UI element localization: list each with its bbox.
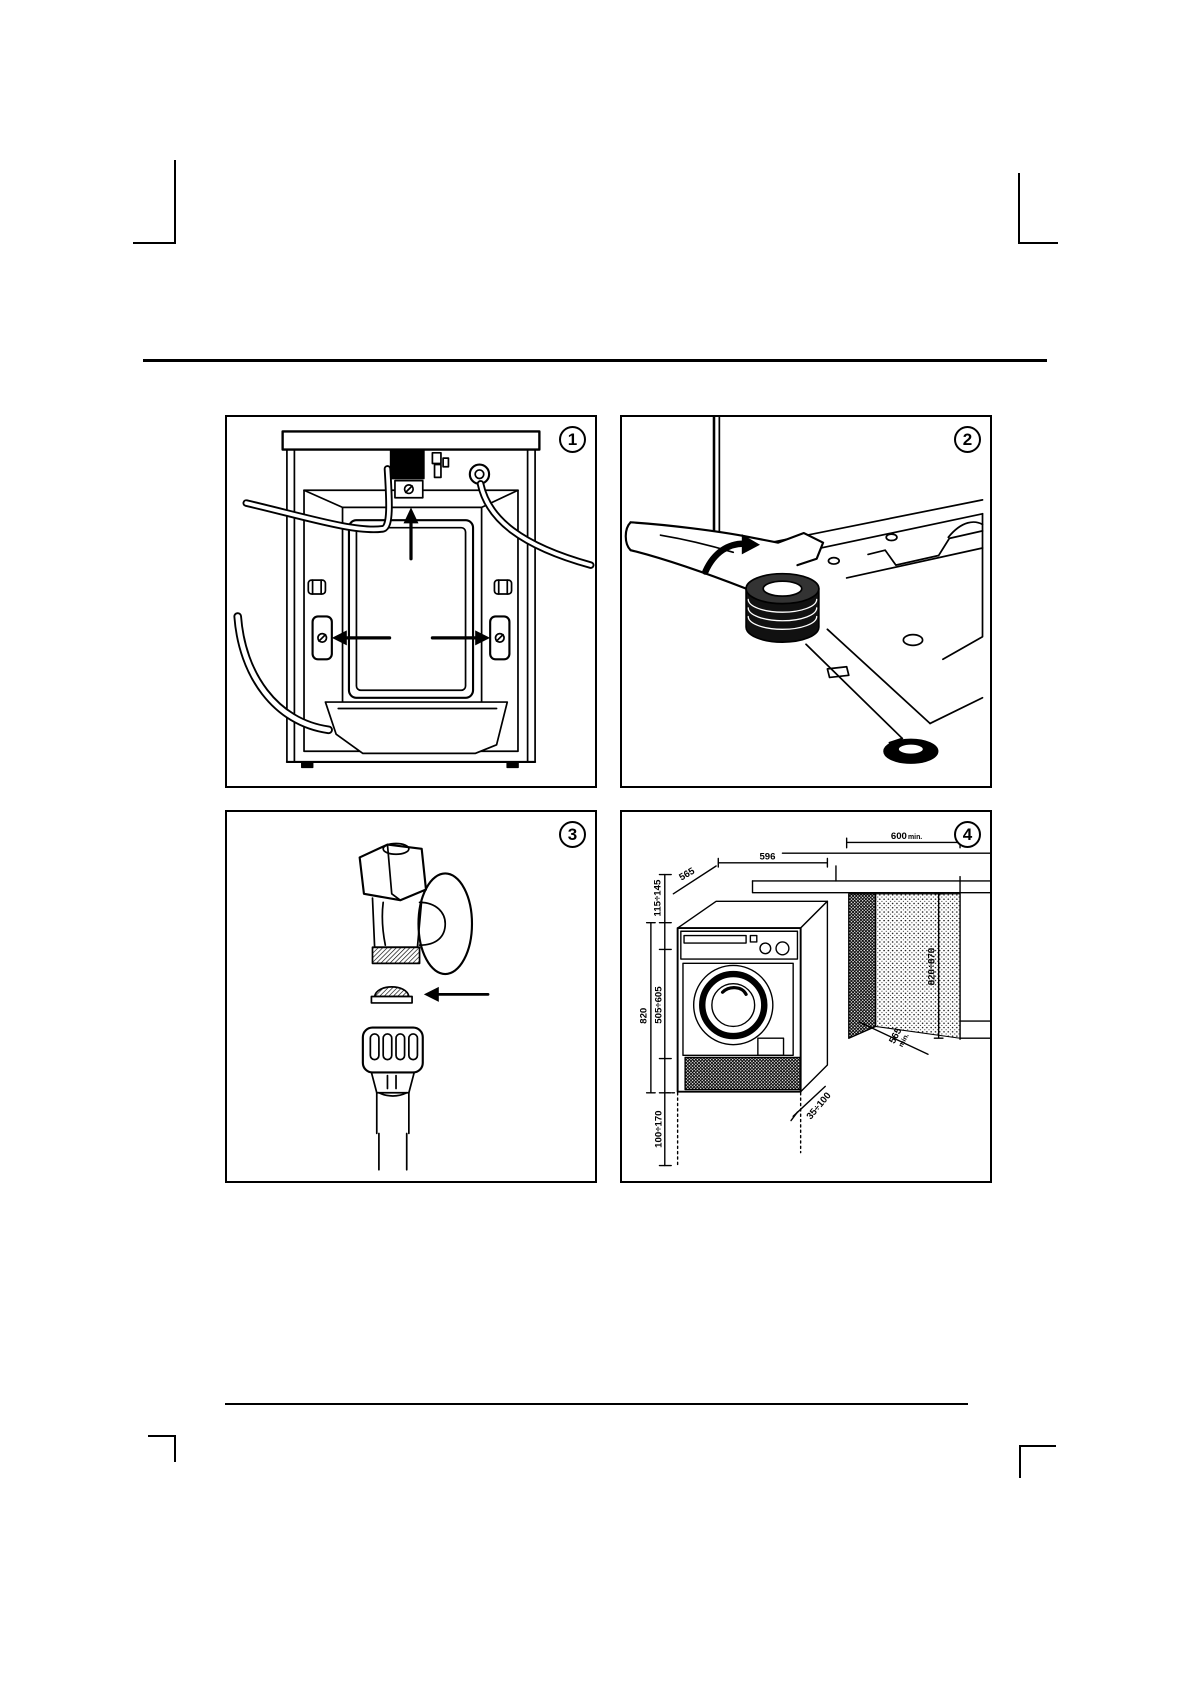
label-opening: 505÷605 — [654, 986, 665, 1024]
frame-hole — [827, 556, 841, 565]
filter-flap — [757, 1037, 785, 1057]
transit-bolt-right — [489, 615, 511, 661]
drain-hose — [233, 612, 333, 735]
washing-machine — [676, 900, 829, 1093]
figure-4-built-in-dimensions-illustration: 600min. 596 565 115÷145 820 505÷605 100÷… — [639, 831, 990, 1167]
frame-hole — [885, 533, 898, 542]
label-plinth: 35÷100 — [805, 1090, 834, 1122]
figure-number-2: 2 — [954, 426, 981, 453]
door-frame — [682, 962, 794, 1057]
floor-guides — [666, 1092, 802, 1167]
crop-mark-bottom-left-horizontal — [148, 1435, 176, 1437]
drain-trough — [324, 701, 509, 755]
rear-recess — [303, 489, 519, 753]
dimension-lines — [645, 837, 961, 1167]
crop-mark-bottom-left-vertical — [174, 1435, 176, 1462]
footer-rule — [225, 1403, 968, 1405]
hose-right — [476, 480, 595, 569]
wall-flange — [417, 872, 474, 976]
hose-top-left — [242, 465, 393, 534]
machine-side-edge — [712, 417, 721, 535]
header-rule — [143, 359, 1047, 362]
worktop — [751, 852, 990, 894]
figure-1-rear-view-illustration — [233, 430, 595, 769]
label-width: 596 — [759, 852, 775, 863]
hose-nut — [361, 1026, 424, 1074]
figure-3-tap-filter-illustration — [358, 842, 490, 1171]
label-clearance: 600min. — [891, 831, 922, 842]
front-foot — [745, 572, 820, 643]
hose-end — [370, 1071, 416, 1171]
figure-number-3: 3 — [559, 821, 586, 848]
figure-3-panel: 3 — [225, 810, 597, 1183]
figure-2-foot-adjust-illustration — [624, 417, 984, 764]
spanner — [624, 521, 825, 590]
adjacent-cabinet — [848, 875, 990, 1040]
figure-2-panel: 2 — [620, 415, 992, 788]
plinth — [684, 1056, 802, 1091]
control-knob — [759, 942, 772, 955]
figure-1-panel: 1 — [225, 415, 597, 788]
figure-4-panel: 600min. 596 565 115÷145 820 505÷605 100÷… — [620, 810, 992, 1183]
tap-body — [358, 842, 428, 965]
crop-mark-top-right-horizontal — [1018, 242, 1058, 244]
arrow-right — [430, 630, 491, 646]
transit-clips — [307, 579, 513, 595]
label-top-gap: 115÷145 — [653, 879, 664, 916]
control-knob — [775, 941, 790, 956]
transit-bolt-left — [311, 615, 333, 661]
support-rail — [805, 628, 984, 744]
control-module — [389, 449, 450, 499]
frame-hole — [902, 633, 924, 647]
arrow-left — [331, 630, 392, 646]
control-panel — [680, 930, 799, 960]
rear-foot — [883, 738, 939, 764]
crop-mark-top-left-vertical — [174, 160, 176, 244]
figure-number-4: 4 — [954, 821, 981, 848]
arrow-to-filter — [423, 986, 490, 1002]
crop-mark-bottom-right-horizontal — [1019, 1445, 1056, 1447]
label-base: 100÷170 — [654, 1110, 665, 1147]
figure-number-1: 1 — [559, 426, 586, 453]
frame-slot — [826, 665, 850, 679]
filter-washer — [370, 986, 413, 1004]
rotation-arrow — [702, 534, 760, 575]
arrow-up — [403, 507, 419, 561]
label-height: 820 — [639, 1008, 650, 1024]
crop-mark-top-left-horizontal — [133, 242, 176, 244]
crop-mark-bottom-right-vertical — [1019, 1445, 1021, 1478]
label-worktop-height: 820÷870 — [926, 948, 937, 985]
crop-mark-top-right-vertical — [1018, 173, 1020, 244]
